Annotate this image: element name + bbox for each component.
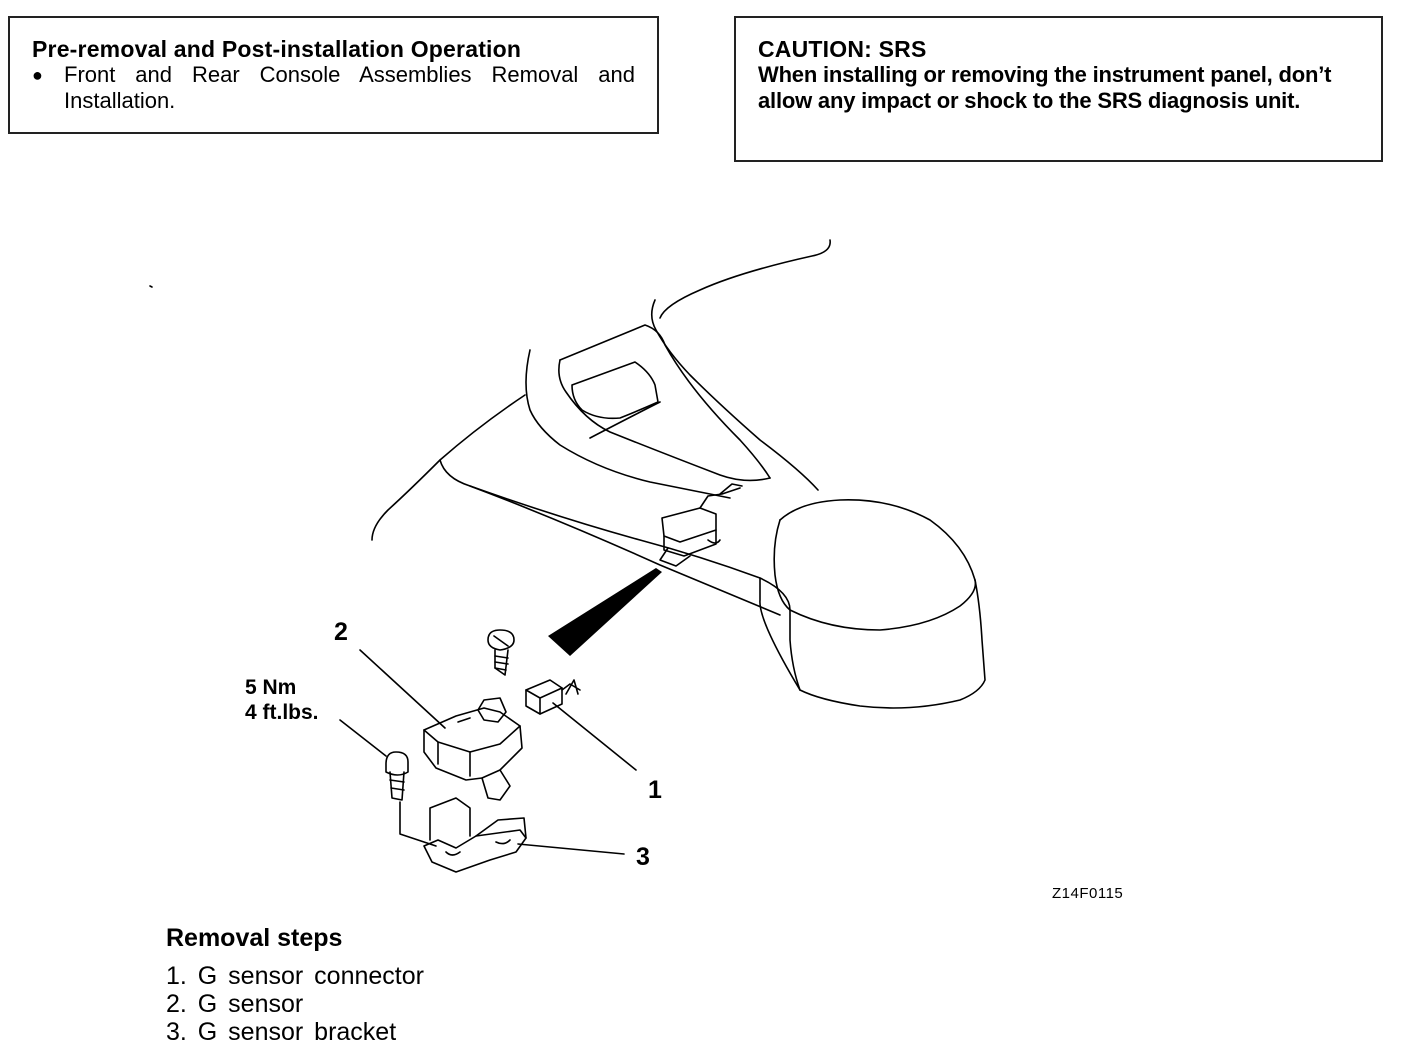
figure-code: Z14F0115 [1052,885,1124,902]
leader-2 [359,649,446,729]
leader-1 [552,702,637,771]
torque-ftlbs: 4 ft.lbs. [245,701,319,724]
torque-nm: 5 Nm [245,676,297,699]
dash-curve [659,239,831,319]
removal-step: 3. G sensor bracket [166,1018,397,1046]
preop-item-text: Front and Rear Console Assemblies Remova… [64,62,635,113]
view-cone [548,568,662,656]
removal-steps-title: Removal steps [166,924,343,952]
callout-2: 2 [334,618,348,646]
removal-step: 1. G sensor connector [166,962,424,990]
preop-item: ● Front and Rear Console Assemblies Remo… [32,62,635,114]
torque-spec: 5 Nm 4 ft.lbs. [245,675,319,725]
callout-1: 1 [648,776,662,804]
callout-3: 3 [636,843,650,871]
bullet-icon: ● [32,65,43,85]
leader-torque [339,719,387,757]
preop-box: Pre-removal and Post-installation Operat… [8,16,659,134]
preop-title: Pre-removal and Post-installation Operat… [32,36,522,62]
caution-title: CAUTION: SRS [758,36,927,62]
removal-step: 2. G sensor [166,990,304,1018]
removal-steps-list: 1. G sensor connector 2. G sensor 3. G s… [166,962,424,1046]
leader-3 [517,843,625,855]
caution-body: When installing or removing the instrume… [758,62,1332,113]
caution-box: CAUTION: SRS When installing or removing… [734,16,1383,162]
